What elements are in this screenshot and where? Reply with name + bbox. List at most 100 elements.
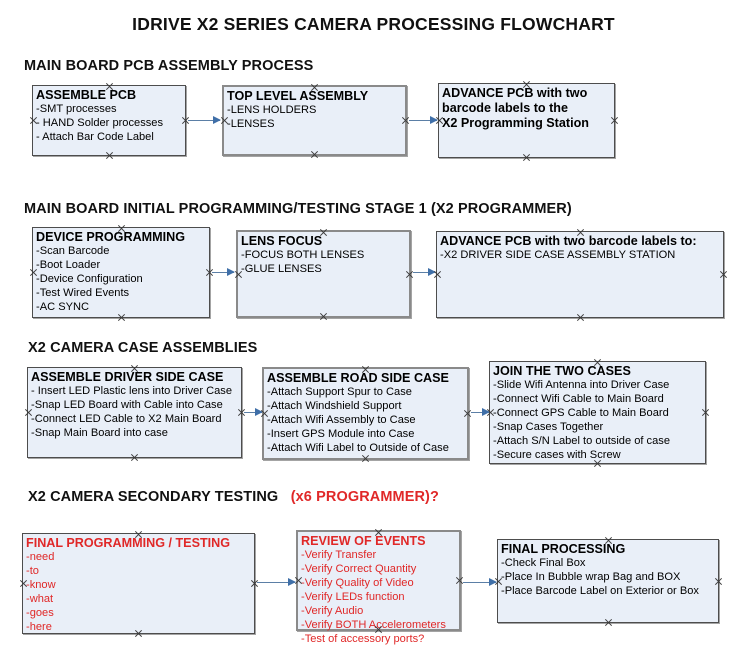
list-item: -Snap LED Board with Cable into Case <box>31 399 223 412</box>
box-items: -need -to -know -what -goes -here <box>23 551 254 635</box>
box-device-programming[interactable]: DEVICE PROGRAMMING -Scan Barcode -Boot L… <box>32 227 210 318</box>
section-heading-4-accent: (x6 PROGRAMMER)? <box>290 489 439 505</box>
arrow-device-to-lensfocus <box>212 268 235 277</box>
arrow-lensfocus-to-advance <box>413 268 436 277</box>
arrow-head-icon <box>489 578 497 586</box>
list-item: -Insert GPS Module into Case <box>267 428 415 440</box>
connector-handle-bottom[interactable] <box>105 151 114 160</box>
list-item: -Attach Windshield Support <box>267 400 402 413</box>
list-item: -Snap Cases Together <box>493 421 604 433</box>
list-item: -Verify Quality of Video <box>301 577 414 590</box>
arrow-head-icon <box>255 408 263 416</box>
list-item: -Attach S/N Label to outside of case <box>493 434 670 447</box>
arrow-head-icon <box>213 116 221 124</box>
connector-handle-bottom[interactable] <box>319 312 328 321</box>
arrow-shaft <box>413 272 435 274</box>
box-review-of-events[interactable]: REVIEW OF EVENTS -Verify Transfer -Verif… <box>296 530 461 645</box>
arrow-shaft <box>409 120 437 122</box>
list-item: -X2 DRIVER SIDE CASE ASSEMBLY STATION <box>440 249 676 262</box>
box-items: -LENS HOLDERS -LENSES <box>224 104 405 132</box>
arrow-shaft <box>471 412 489 414</box>
arrow-shaft <box>257 582 295 584</box>
box-advance-pcb-programming-station[interactable]: ADVANCE PCB with two barcode labels to t… <box>438 83 615 158</box>
box-items: -Verify Transfer -Verify Correct Quantit… <box>298 549 459 647</box>
box-title: ADVANCE PCB with two barcode labels to: <box>440 234 697 248</box>
section-heading-1: MAIN BOARD PCB ASSEMBLY PROCESS <box>24 58 314 74</box>
box-title: ASSEMBLE PCB <box>36 88 137 102</box>
list-item: -Verify LEDs function <box>301 591 405 603</box>
list-item: -Attach Wifi Label to Outside of Case <box>267 441 449 454</box>
arrow-shaft <box>244 412 262 414</box>
arrow-head-icon <box>430 116 438 124</box>
connector-handle-bottom[interactable] <box>310 150 319 159</box>
connector-handle-right[interactable] <box>719 270 728 279</box>
arrow-head-icon <box>227 268 235 276</box>
arrow-shaft <box>212 272 234 274</box>
list-item: -Place Barcode Label on Exterior or Box <box>501 585 699 598</box>
list-item: -Boot Loader <box>36 259 101 272</box>
connector-handle-bottom[interactable] <box>576 313 585 322</box>
list-item: -Check Final Box <box>501 557 586 570</box>
box-assemble-pcb[interactable]: ASSEMBLE PCB -SMT processes - HAND Solde… <box>32 85 186 156</box>
arrow-road-to-join-cases <box>471 408 490 417</box>
list-item: - Attach Bar Code Label <box>36 131 154 144</box>
list-item: -Place In Bubble wrap Bag and BOX <box>501 571 681 584</box>
list-item: -Connect Wifi Cable to Main Board <box>493 393 664 406</box>
box-title: FINAL PROCESSING <box>501 542 626 556</box>
arrow-head-icon <box>482 408 490 416</box>
list-item: -need <box>26 551 55 564</box>
section-heading-2: MAIN BOARD INITIAL PROGRAMMING/TESTING S… <box>24 201 572 217</box>
box-title-line3: X2 Programming Station <box>442 116 589 131</box>
arrow-toplevel-to-advance <box>409 116 438 125</box>
box-join-the-two-cases[interactable]: JOIN THE TWO CASES -Slide Wifi Antenna i… <box>489 361 706 464</box>
arrow-assemble-to-toplevel <box>188 116 221 125</box>
box-title: ADVANCE PCB with two <box>442 86 588 100</box>
arrow-shaft <box>463 582 496 584</box>
box-title: JOIN THE TWO CASES <box>493 364 631 378</box>
box-lens-focus[interactable]: LENS FOCUS -FOCUS BOTH LENSES -GLUE LENS… <box>236 230 411 318</box>
box-items: -SMT processes - HAND Solder processes -… <box>33 103 185 145</box>
list-item: -LENSES <box>227 118 275 131</box>
list-item: -Verify Transfer <box>301 549 377 562</box>
list-item: -Snap Main Board into case <box>31 427 168 439</box>
list-item: -Verify Correct Quantity <box>301 563 417 576</box>
list-item: -goes <box>26 606 54 619</box>
list-item: -SMT processes <box>36 103 117 116</box>
box-title: DEVICE PROGRAMMING <box>36 230 186 244</box>
list-item: - Insert LED Plastic lens into Driver Ca… <box>31 385 232 398</box>
box-advance-pcb-driver-side-station[interactable]: ADVANCE PCB with two barcode labels to: … <box>436 231 724 318</box>
list-item: - HAND Solder processes <box>36 117 164 130</box>
box-final-processing[interactable]: FINAL PROCESSING -Check Final Box -Place… <box>497 539 719 623</box>
list-item: -Attach Support Spur to Case <box>267 386 412 399</box>
box-items: -X2 DRIVER SIDE CASE ASSEMBLY STATION <box>437 249 723 263</box>
list-item: -Connect GPS Cable to Main Board <box>493 407 669 420</box>
list-item: -FOCUS BOTH LENSES <box>241 249 365 262</box>
box-final-programming-testing[interactable]: FINAL PROGRAMMING / TESTING -need -to -k… <box>22 533 255 634</box>
connector-handle-bottom[interactable] <box>522 153 531 162</box>
page-title: IDRIVE X2 SERIES CAMERA PROCESSING FLOWC… <box>132 14 615 34</box>
box-title-line2: barcode labels to the <box>442 101 568 116</box>
box-title: LENS FOCUS <box>241 234 323 248</box>
list-item: -here <box>26 620 52 633</box>
list-item: -Verify BOTH Accelerometers <box>301 618 446 631</box>
box-title: ASSEMBLE DRIVER SIDE CASE <box>31 370 224 384</box>
arrow-final-programming-to-review <box>257 578 296 587</box>
list-item: -AC SYNC <box>36 300 90 313</box>
connector-handle-bottom[interactable] <box>130 453 139 462</box>
list-item: -Scan Barcode <box>36 245 110 258</box>
box-items: -Attach Support Spur to Case -Attach Win… <box>264 386 467 456</box>
connector-handle-bottom[interactable] <box>604 618 613 627</box>
box-title: REVIEW OF EVENTS <box>301 534 426 548</box>
list-item: -GLUE LENSES <box>241 263 322 276</box>
list-item: -Verify Audio <box>301 604 364 617</box>
box-assemble-road-side-case[interactable]: ASSEMBLE ROAD SIDE CASE -Attach Support … <box>262 367 469 460</box>
arrow-driver-to-road-case <box>244 408 263 417</box>
box-items: -Check Final Box -Place In Bubble wrap B… <box>498 557 718 599</box>
list-item: -what <box>26 593 54 605</box>
list-item: -know <box>26 579 56 592</box>
box-title: FINAL PROGRAMMING / TESTING <box>26 536 231 550</box>
list-item: -to <box>26 565 39 578</box>
box-top-level-assembly[interactable]: TOP LEVEL ASSEMBLY -LENS HOLDERS -LENSES <box>222 85 407 156</box>
box-assemble-driver-side-case[interactable]: ASSEMBLE DRIVER SIDE CASE - Insert LED P… <box>27 367 242 458</box>
